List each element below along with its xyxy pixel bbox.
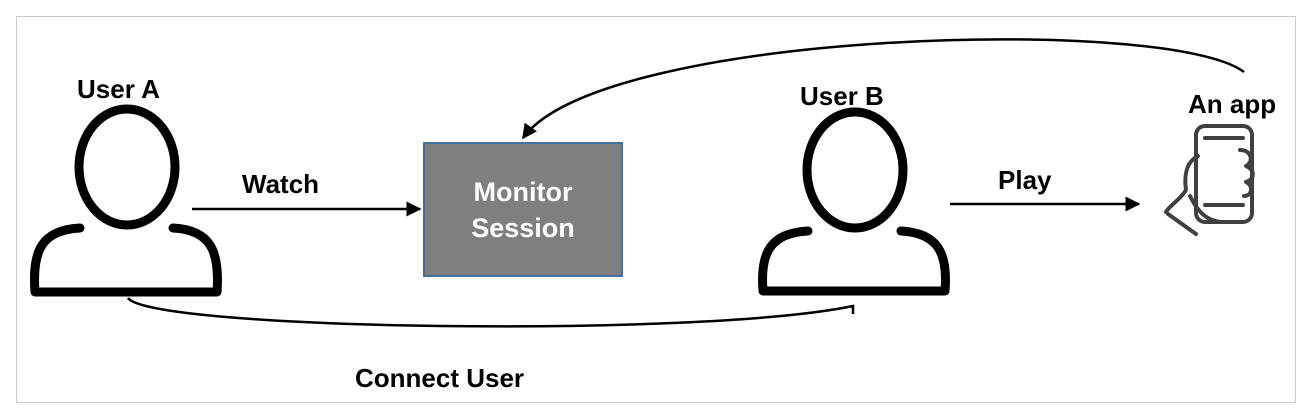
user-a-person-icon [30,104,222,297]
play-edge-label: Play [998,165,1052,195]
user-b-label: User B [800,81,884,111]
diagram-frame [16,16,1296,403]
user-b-person-icon [758,107,950,296]
connect-user-line [126,297,855,328]
watch-edge-label: Watch [242,169,320,199]
monitor-session-box: Monitor Session [423,142,623,277]
connect-user-edge-label: Connect User [355,363,525,393]
user-a-label: User A [77,74,160,104]
monitor-session-line2: Session [471,212,575,243]
app-label: An app [1188,89,1277,119]
app-to-monitor-arrow [521,38,1245,140]
monitor-session-line1: Monitor [473,176,573,207]
hand-holding-phone-icon [1164,124,1255,236]
